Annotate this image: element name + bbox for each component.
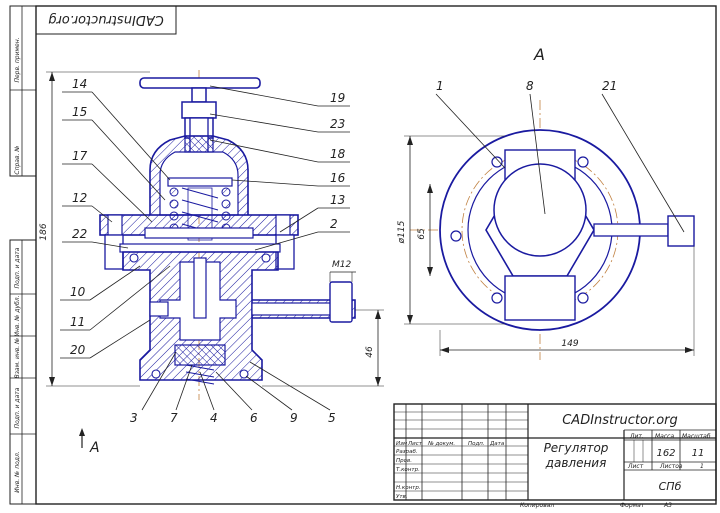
tb-utv: Утв. [396,494,408,500]
diaphragm [119,243,281,253]
valve-stem [193,257,207,319]
outlet-fitting [329,281,353,323]
callout-6: 6 [250,411,258,425]
tb-mass: 162 [656,448,675,459]
title-site: CADInstructor.org [562,413,678,428]
callout-5: 5 [328,411,336,425]
dim-width: 149 [561,339,578,349]
callout-9: 9 [290,411,298,425]
tb-h-izm: Изм [396,441,407,447]
title-block [393,403,717,501]
section-arrow-label: A [89,440,100,456]
callout-21: 21 [602,79,617,93]
side-strip-label: Инв. № дубл. [14,295,21,336]
side-strip-label: Подп. и дата [14,247,21,288]
site-stamp-box: CADInstructor.org [35,5,177,35]
side-strip-label: Инв. № подл. [14,451,21,492]
footer-format-val: A3 [663,502,672,509]
inner-cylinder [493,163,587,257]
side-strip-label: Справ. № [14,145,21,174]
title-block-text: CADInstructor.org Регулятор давления Изм… [396,413,711,509]
callout-7: 7 [170,411,178,425]
side-strip-label: Взам. инв. № [14,338,21,379]
callout-2: 2 [330,217,338,231]
tb-sheets-val: 1 [700,463,704,470]
dim-186: 186 [39,223,49,240]
dimension-thread: M12 [329,260,356,282]
tb-sheets: Листов [659,463,683,470]
view-a-label: A [533,45,545,64]
callout-11: 11 [70,315,85,329]
callout-19: 19 [330,91,345,105]
tb-razrab: Разраб. [396,449,418,455]
section-view [99,70,356,400]
tb-h-lit: Лит. [629,433,644,440]
callout-16: 16 [330,171,346,185]
tb-scale: 11 [692,448,705,459]
callout-15: 15 [72,105,87,119]
callout-22: 22 [72,227,87,241]
tb-sheet: Лист [627,463,644,470]
site-stamp-text: CADInstructor.org [48,12,164,27]
tb-prov: Пров. [396,458,412,464]
side-strip-label: Перв. примен. [14,37,21,82]
callout-12: 12 [72,191,87,205]
tb-h-date: Дата [489,441,505,447]
dim-m12: M12 [332,260,351,270]
view-a: A 1 8 21 ø115 [397,45,695,360]
tb-nkontr: Н.контр. [396,485,421,491]
callout-18: 18 [330,147,346,161]
tb-tkontr: Т.контр. [396,467,420,473]
callout-8: 8 [526,79,534,93]
top-nut [181,101,217,119]
tb-h-mass: Масса [655,433,674,440]
side-strip-label: Подп. и дата [14,387,21,428]
callout-20: 20 [70,343,86,357]
dim-46: 46 [365,346,375,358]
t-handle [139,77,261,89]
callout-13: 13 [330,193,345,207]
section-arrow: A [79,428,100,456]
title-name-line1: Регулятор [544,441,609,455]
dimension-height-total: 186 [39,71,150,387]
callout-14: 14 [72,77,87,91]
dim-inner: 65 [417,228,427,240]
side-handle [593,223,669,237]
tb-h-doc: № докум. [427,441,455,447]
tb-org: СПб [659,480,682,493]
title-name-line2: давления [545,456,607,470]
callout-23: 23 [330,117,345,131]
dimension-height-lower: 46 [262,309,384,387]
callout-10: 10 [70,285,86,299]
dim-diameter: ø115 [397,220,407,244]
tb-h-sign: Подп. [468,441,485,447]
callout-4: 4 [210,411,218,425]
side-strip: Перв. примен. Справ. № Подп. и дата Инв.… [9,5,37,505]
callout-1: 1 [436,79,444,93]
callouts: 14 15 17 12 22 10 11 20 19 23 18 16 13 2… [70,77,346,425]
tb-h-scale: Масштаб [682,433,711,440]
tb-h-list: Лист [407,441,423,447]
footer-format: Формат [620,502,645,509]
callout-17: 17 [72,149,88,163]
footer-copied: Копировал [520,502,554,509]
callout-3: 3 [130,411,138,425]
lower-plug [174,344,226,366]
leader-lines [60,85,350,411]
